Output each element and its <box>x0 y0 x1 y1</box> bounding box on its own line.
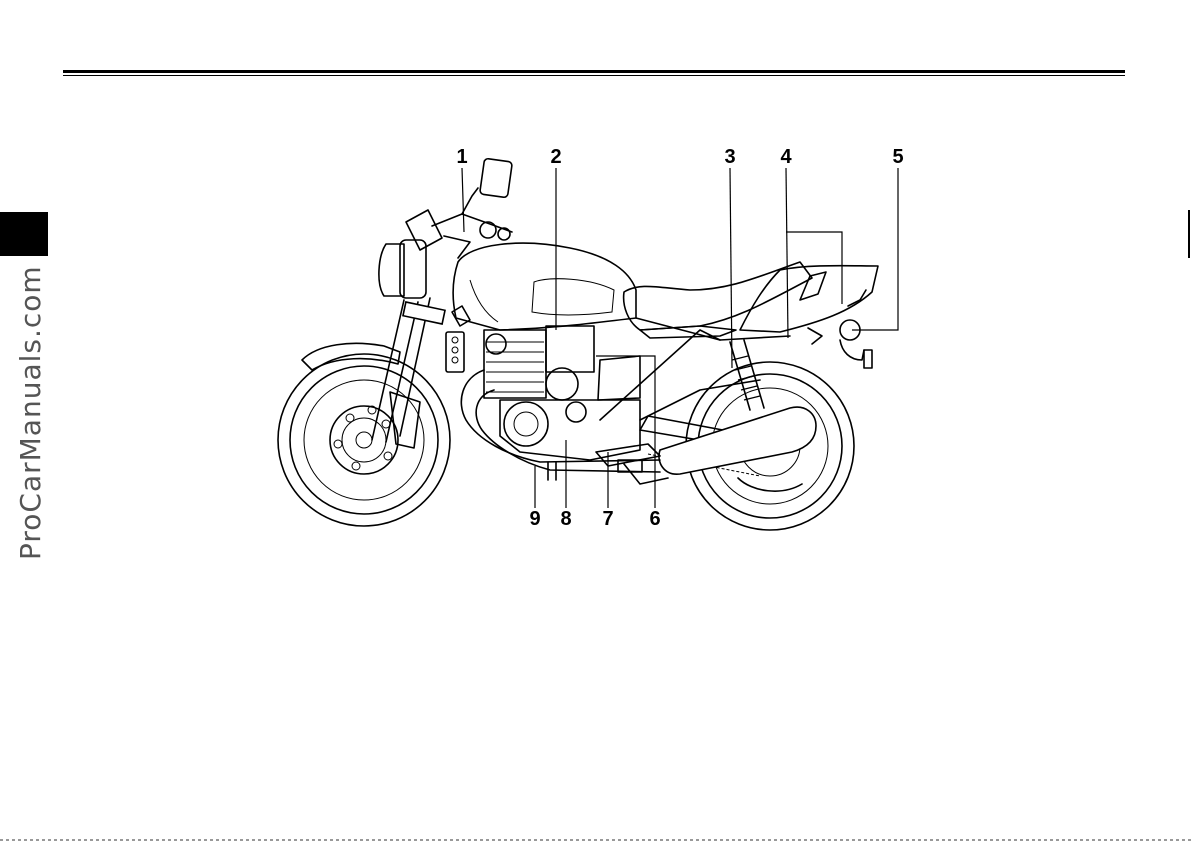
callout-4: 4 <box>771 146 801 168</box>
callout-9: 9 <box>520 508 550 530</box>
frame <box>600 318 790 420</box>
callout-2: 2 <box>541 146 571 168</box>
callout-7: 7 <box>593 508 623 530</box>
seat <box>624 262 812 338</box>
side-parts <box>446 306 470 372</box>
callout-8: 8 <box>551 508 581 530</box>
fuel-tank <box>453 243 636 330</box>
front-fork <box>372 298 445 442</box>
engine <box>484 326 640 460</box>
callout-6: 6 <box>640 508 670 530</box>
tail-cowl <box>740 266 878 368</box>
front-wheel <box>278 354 450 526</box>
callout-3: 3 <box>715 146 745 168</box>
callout-5: 5 <box>883 146 913 168</box>
callout-1: 1 <box>447 146 477 168</box>
headlight-assembly <box>379 158 512 298</box>
muffler <box>659 407 816 474</box>
